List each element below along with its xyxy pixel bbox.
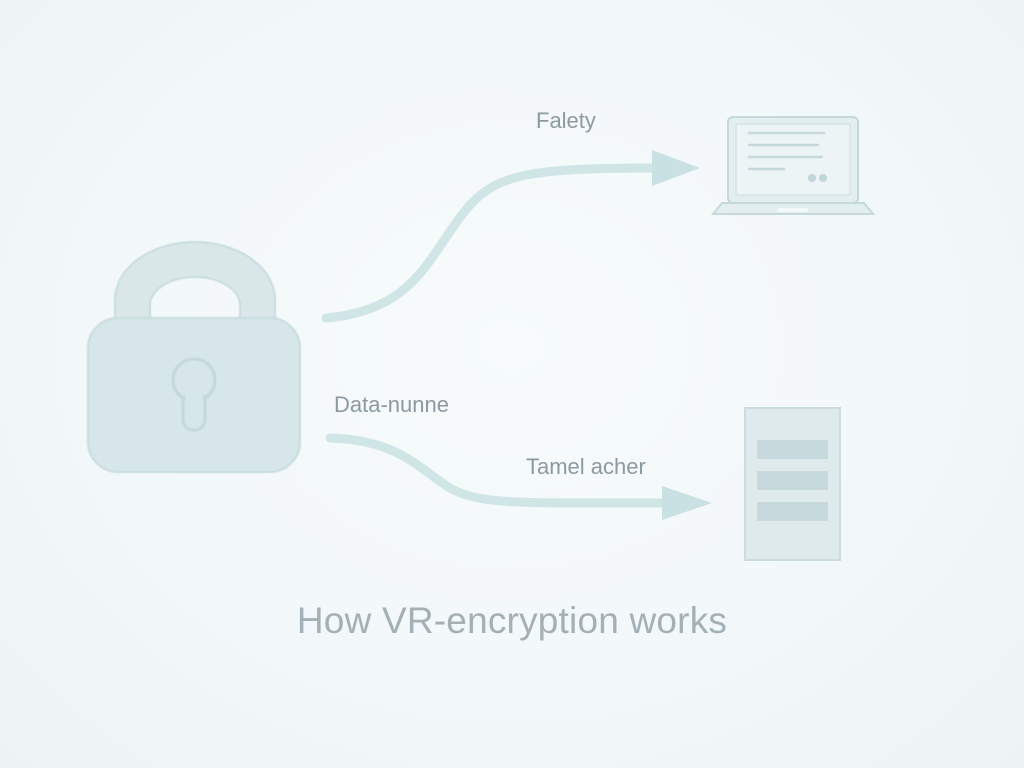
laptop-icon [710,116,876,215]
bottom-arrow [325,433,712,520]
server-icon [744,407,841,561]
diagram-caption: How VR-encryption works [296,600,728,641]
padlock-icon [87,241,301,473]
data-label: Data-nunne [334,392,449,417]
keyhole-icon [171,357,217,432]
top-arrow [321,150,700,323]
bottom-arrow-label: Tamel acher [526,454,646,479]
top-arrow-label: Falety [536,108,596,133]
